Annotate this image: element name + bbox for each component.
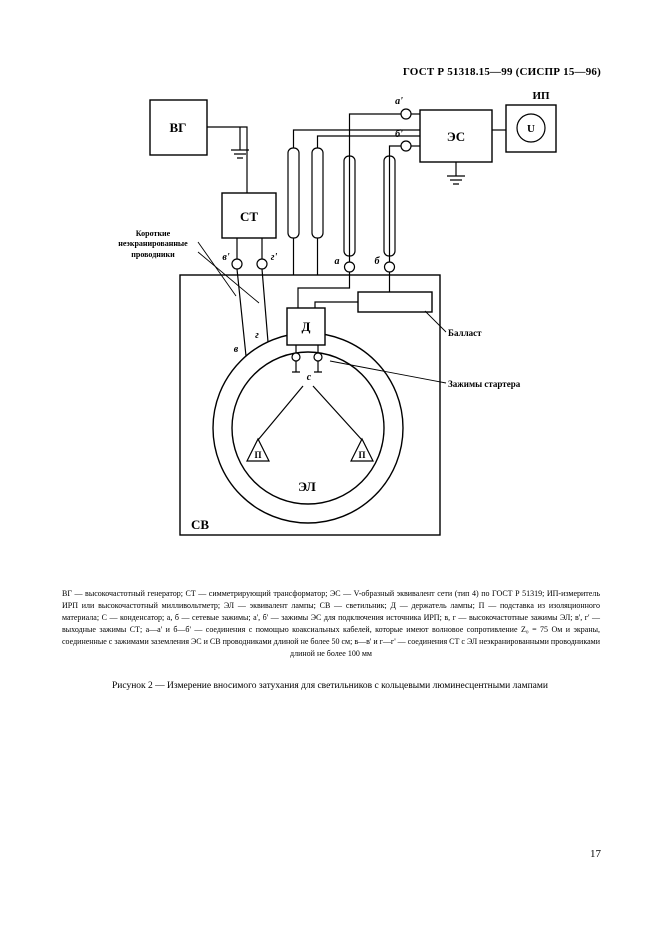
coax-screens [287, 147, 396, 257]
luminaire-box [179, 274, 441, 536]
terminal-v-prime [231, 258, 243, 270]
ring-lamp [212, 332, 404, 524]
transformer-box [221, 192, 277, 239]
figure-caption: Рисунок 2 — Измерение вносимого затухани… [112, 681, 548, 691]
starter-terminal [291, 352, 301, 362]
coax-tube [311, 147, 324, 239]
document-header: ГОСТ Р 51318.15—99 (СИСПР 15—96) [402, 66, 601, 78]
luminaire-label: СВ [191, 517, 209, 532]
ballast-annotation: Балласт [448, 328, 482, 338]
wires [207, 113, 506, 441]
ground-icon [231, 149, 249, 159]
generator-box [149, 99, 208, 156]
terminal-b [383, 261, 396, 273]
label-g: г [255, 330, 259, 341]
ballast-box [357, 291, 433, 313]
label-b-prime: б' [395, 129, 403, 140]
network-equivalent-label: ЭС [447, 129, 465, 144]
terminal-b-prime [400, 140, 412, 152]
starter-terminal [313, 352, 323, 362]
support-triangle [350, 437, 374, 462]
terminal-circles [231, 108, 412, 362]
starter-annotation: Зажимы стартера [448, 379, 521, 389]
lamp-holder-label: Д [302, 319, 311, 334]
insulating-supports [246, 437, 374, 462]
label-g-prime: г' [271, 252, 278, 263]
meter-label: ИП [532, 90, 550, 102]
support-label: П [254, 450, 261, 460]
transformer-label: СТ [240, 209, 258, 224]
terminal-g-prime [256, 258, 268, 270]
label-b: б [375, 256, 381, 267]
label-v: в [234, 344, 239, 355]
lamp-holder-box [286, 307, 326, 346]
generator-label: ВГ [170, 120, 187, 135]
blocks [149, 99, 557, 346]
label-c: с [307, 372, 312, 383]
leader-lines [197, 241, 447, 384]
ground-icon [447, 175, 465, 185]
voltmeter-label: U [527, 123, 535, 135]
label-v-prime: в' [222, 252, 229, 263]
label-a: а [335, 256, 340, 267]
lamp-equivalent-label: ЭЛ [298, 479, 316, 494]
label-a-prime: а' [395, 96, 403, 107]
support-label: П [358, 450, 365, 460]
terminal-a [343, 261, 356, 273]
figure-legend: ВГ — высокочастотный генератор; СТ — сим… [62, 589, 600, 658]
support-triangle [246, 437, 270, 462]
short-wires-annotation: Короткие неэкранированные проводники [118, 229, 188, 259]
coax-tube [287, 147, 300, 239]
terminal-a-prime [400, 108, 412, 120]
page-number: 17 [590, 848, 601, 860]
voltmeter-icon [516, 113, 546, 143]
